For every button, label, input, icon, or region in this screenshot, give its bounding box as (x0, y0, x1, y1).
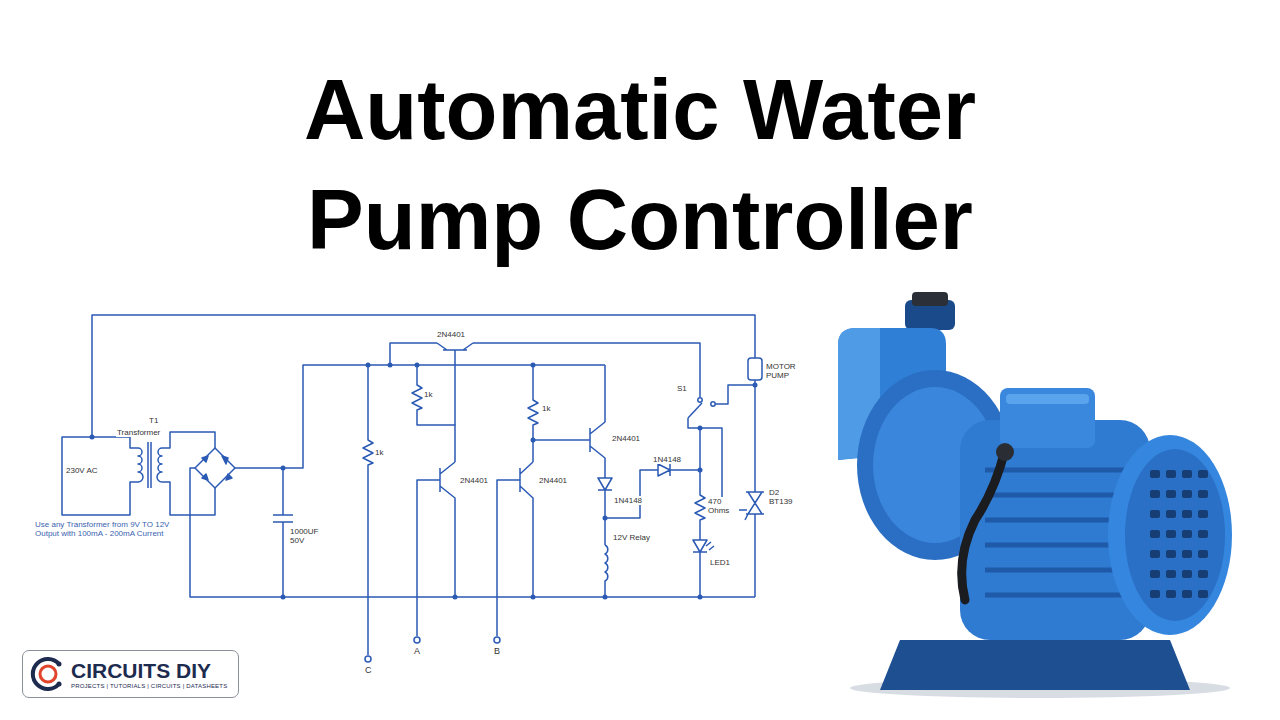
relay-coil (605, 545, 608, 597)
part-number: 2N4401 (611, 434, 641, 443)
part-value: 470 Ohms (707, 497, 739, 515)
transistor-symbol (590, 365, 605, 478)
logo-icon (29, 655, 67, 693)
part-name: MOTOR PUMP (765, 362, 803, 380)
terminal-name: C (364, 665, 373, 675)
terminal-name: A (413, 646, 421, 656)
part-value: 1k (423, 390, 433, 399)
transistor-symbol (497, 462, 533, 636)
part-number: 1N4148 (613, 496, 643, 505)
designator: T1 (148, 416, 159, 425)
part-number: 1N4148 (652, 455, 682, 464)
source-label: 230V AC (65, 466, 99, 475)
transformer-symbol (138, 442, 162, 488)
brand-tagline: PROJECTS | TUTORIALS | CIRCUITS | DATASH… (71, 682, 227, 690)
brand-name: CIRCUITS DIY (71, 659, 227, 682)
pump-illustration (838, 292, 1232, 698)
part-number: 2N4401 (436, 330, 466, 339)
part-value: 1000UF (289, 527, 319, 536)
part-value: 1k (374, 448, 384, 457)
designator: LED1 (709, 558, 731, 567)
part-value: 50V (289, 536, 305, 545)
led-symbol (693, 540, 707, 597)
part-name: 12V Relay (612, 533, 651, 542)
transistor-symbol (437, 343, 473, 425)
triac-symbol (745, 492, 764, 520)
part-number: D2 BT139 (768, 488, 804, 506)
designator: S1 (676, 384, 688, 393)
diode-symbol (658, 464, 700, 476)
note: Use any Transformer from 9V TO 12V Outpu… (34, 520, 186, 538)
part-number: 2N4401 (459, 476, 489, 485)
transistor-symbol (417, 462, 455, 636)
motor-symbol (748, 358, 762, 380)
part-value: 1k (541, 404, 551, 413)
terminal-name: B (493, 646, 501, 656)
switch-arm (688, 403, 702, 418)
part-number: 2N4401 (538, 476, 568, 485)
logo-box: CIRCUITS DIYPROJECTS | TUTORIALS | CIRCU… (22, 650, 239, 698)
bridge-rectifier (195, 448, 235, 488)
page-title: Automatic Water Pump Controller (230, 55, 1050, 275)
part-name: Transformer (116, 428, 161, 437)
diode-symbol (598, 478, 612, 545)
